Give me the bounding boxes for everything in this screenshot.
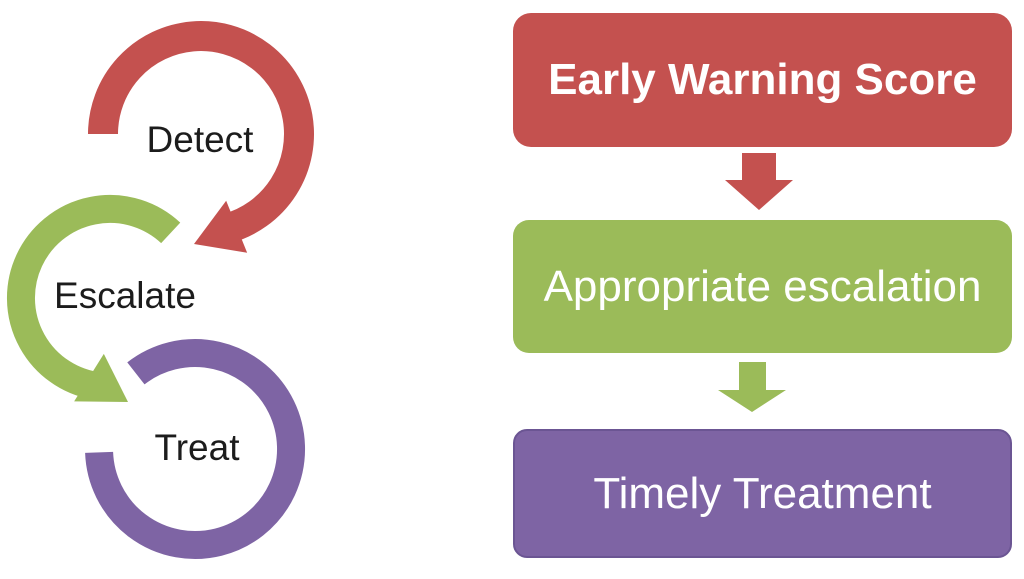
flow-box-timely-treatment: Timely Treatment <box>513 429 1012 558</box>
cycle-arc-detect <box>88 21 314 253</box>
flow-box-early-warning-score: Early Warning Score <box>513 13 1012 147</box>
cycle-label-escalate: Escalate <box>54 275 196 316</box>
detect-arrowhead-icon <box>194 200 248 253</box>
cycle-arc-escalate <box>7 195 181 402</box>
cycle-diagram: Detect Escalate Treat <box>7 21 314 560</box>
flow-box-appropriate-escalation: Appropriate escalation <box>513 220 1012 353</box>
treat-ring-arc <box>85 339 305 560</box>
flow-box-label: Timely Treatment <box>593 468 932 518</box>
down-arrow-green-shape <box>718 362 786 412</box>
down-arrow-red-shape <box>725 153 793 210</box>
down-arrow-green-icon <box>718 362 786 412</box>
escalate-arrowhead-icon <box>74 353 128 402</box>
cycle-label-treat: Treat <box>155 427 241 468</box>
detect-ring-arc <box>88 21 314 244</box>
down-arrow-red-icon <box>725 153 793 210</box>
flow-box-label: Appropriate escalation <box>543 261 982 311</box>
flow-box-label: Early Warning Score <box>548 55 977 104</box>
cycle-arc-treat <box>85 339 305 560</box>
cycle-label-detect: Detect <box>147 119 255 160</box>
escalate-ring-arc <box>7 195 181 401</box>
